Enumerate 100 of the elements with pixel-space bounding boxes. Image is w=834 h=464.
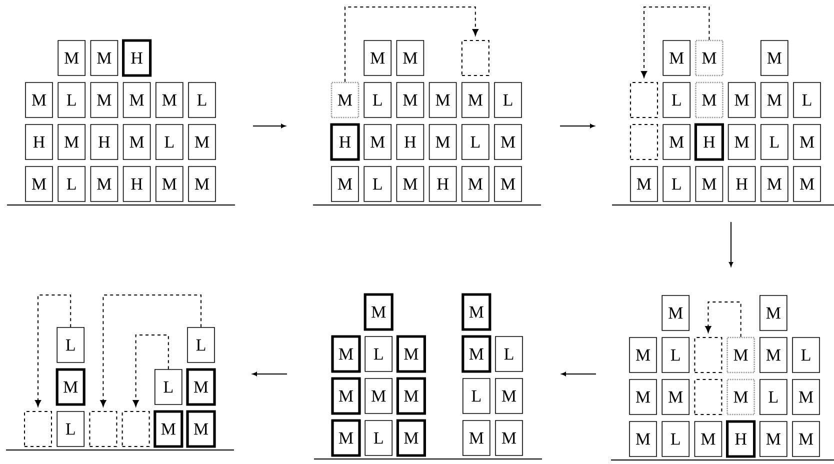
block-box: M — [495, 420, 523, 456]
block-box: M — [25, 166, 53, 202]
empty-slot-box — [694, 337, 722, 373]
block-box: M — [428, 82, 457, 118]
empty-slot-box — [461, 40, 490, 76]
block-box: M — [495, 378, 523, 414]
block-box: M — [58, 124, 86, 160]
block-box: M — [90, 166, 118, 202]
block-box: L — [56, 411, 84, 447]
block-box: M — [760, 40, 788, 76]
block-box: L — [662, 82, 690, 118]
block-box: L — [760, 379, 788, 415]
block-box: L — [58, 166, 86, 202]
block-box: L — [662, 421, 690, 457]
block-box: L — [364, 166, 392, 202]
block-box: M — [154, 410, 184, 448]
block-box: M — [396, 335, 426, 373]
block-box: M — [462, 420, 490, 456]
block-box: L — [364, 82, 392, 118]
block-box: L — [154, 369, 182, 405]
block-box: M — [364, 40, 392, 76]
block-box: M — [331, 377, 361, 415]
block-box: M — [629, 379, 657, 415]
block-box: M — [695, 166, 724, 202]
block-box: M — [58, 40, 86, 76]
block-box: M — [792, 421, 820, 457]
block-box: M — [793, 124, 821, 160]
block-box: M — [760, 337, 788, 373]
block-box: M — [330, 82, 360, 118]
block-box: M — [662, 40, 690, 76]
block-box: H — [396, 124, 424, 160]
block-box: M — [25, 82, 53, 118]
block-box: M — [396, 82, 424, 118]
block-box: M — [630, 166, 658, 202]
move-arrow — [344, 6, 478, 82]
block-box: M — [90, 40, 118, 76]
block-box: M — [662, 295, 690, 331]
block-box: M — [331, 335, 361, 373]
block-box: M — [728, 82, 756, 118]
block-box: M — [56, 368, 86, 406]
block-box: M — [760, 421, 788, 457]
block-box: L — [662, 337, 690, 373]
block-box: L — [462, 378, 490, 414]
block-box: H — [728, 166, 756, 202]
block-box: L — [56, 327, 84, 363]
block-box: M — [188, 166, 216, 202]
block-box: M — [396, 40, 424, 76]
block-box: M — [188, 124, 216, 160]
block-box: L — [364, 336, 392, 372]
block-box: M — [462, 293, 492, 331]
block-box: M — [462, 166, 490, 202]
block-box: M — [695, 40, 724, 76]
block-box: M — [462, 82, 490, 118]
empty-slot-box — [630, 124, 658, 160]
block-box: M — [186, 368, 216, 406]
block-box: M — [728, 124, 756, 160]
block-box: H — [330, 123, 360, 161]
block-box: M — [428, 124, 457, 160]
block-box: M — [156, 82, 184, 118]
block-box: L — [187, 327, 215, 363]
block-box: H — [122, 39, 152, 77]
block-box: H — [428, 166, 457, 202]
block-box: H — [25, 124, 53, 160]
block-box: M — [726, 378, 755, 416]
block-box: M — [364, 293, 394, 331]
empty-slot-box — [122, 411, 150, 447]
block-box: L — [662, 166, 690, 202]
block-box: M — [726, 336, 755, 374]
block-box: L — [188, 82, 216, 118]
block-box: L — [58, 82, 86, 118]
block-box: M — [462, 335, 492, 373]
block-box: M — [364, 124, 392, 160]
block-box: L — [793, 82, 821, 118]
block-box: M — [156, 166, 184, 202]
block-box: M — [760, 295, 788, 331]
block-box: M — [629, 421, 657, 457]
block-box: M — [792, 379, 820, 415]
block-box: M — [695, 82, 724, 118]
block-box: M — [122, 82, 151, 118]
block-box: L — [494, 82, 522, 118]
block-box: L — [792, 337, 820, 373]
block-box: L — [364, 420, 392, 456]
block-box: M — [760, 82, 788, 118]
block-box: M — [396, 166, 424, 202]
block-box: M — [331, 419, 361, 457]
block-box: M — [662, 124, 690, 160]
block-box: M — [122, 124, 151, 160]
block-box: M — [694, 421, 722, 457]
block-box: L — [462, 124, 490, 160]
block-box: L — [156, 124, 184, 160]
block-box: M — [494, 124, 522, 160]
move-arrow — [100, 294, 202, 407]
block-box: M — [331, 166, 359, 202]
empty-slot-box — [630, 82, 658, 118]
block-box: M — [396, 377, 426, 415]
block-box: M — [629, 337, 657, 373]
block-box: L — [495, 336, 523, 372]
empty-slot-box — [694, 379, 722, 415]
block-box: L — [760, 124, 788, 160]
block-box: M — [396, 419, 426, 457]
